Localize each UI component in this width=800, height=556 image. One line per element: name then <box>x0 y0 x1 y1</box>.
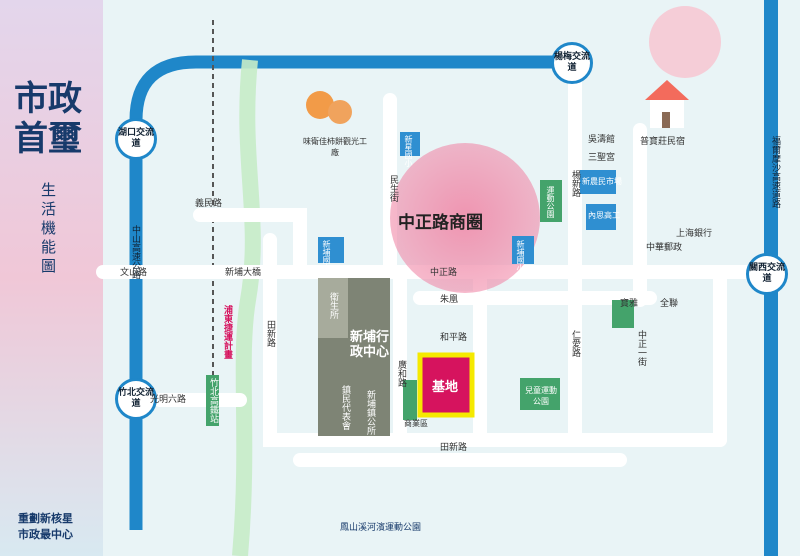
place-fengshan: 鳳山溪河濱運動公園 <box>340 523 422 533</box>
label-fuer: 福爾摩沙高速道路 <box>770 136 780 208</box>
place-chaoshi: 朱凰 <box>440 295 459 305</box>
roads <box>96 73 767 467</box>
road-guangming: 光明六路 <box>150 395 187 405</box>
place-wuzhen: 吳濤館 <box>588 135 616 145</box>
house-icon <box>645 80 689 128</box>
persimmon-icon <box>306 91 334 119</box>
road-zhongzheng1: 中正一街 <box>636 330 646 366</box>
sun <box>649 6 721 78</box>
place-quanlian: 全聯 <box>660 299 679 309</box>
civic-hq1: 新埔鎮公所 <box>365 390 375 435</box>
place-school-mid: 新埔國中 <box>322 240 331 272</box>
district-circle <box>390 143 540 293</box>
slogan-1: 重劃新核星 <box>18 512 73 525</box>
sports-box <box>540 180 562 222</box>
park-box <box>612 300 634 328</box>
place-sports: 運動公園 <box>546 186 555 218</box>
road-yangxin: 楊新路 <box>570 170 580 197</box>
district-name: 中正路商圈 <box>398 213 483 233</box>
place-kids: 兒童運動公園 <box>525 386 557 406</box>
persimmon-icon-2 <box>328 100 352 124</box>
civic-hq2: 鎮民代表會 <box>340 385 350 430</box>
river <box>232 59 261 556</box>
market-box <box>580 170 616 194</box>
side-panel <box>0 0 103 556</box>
rail-station: 竹北高鐵站 <box>206 375 219 426</box>
civic-clinic: 衛生所 <box>328 292 338 319</box>
civic-block-light <box>318 278 348 338</box>
neisi-box <box>586 204 616 230</box>
road-tianxin: 田新路 <box>265 320 275 347</box>
hub-hukou: 湖口交流道 <box>115 118 157 160</box>
place-poya: 寶雅 <box>620 299 639 309</box>
school-box-1 <box>400 132 420 156</box>
hub-zhubei: 竹北交流道 <box>115 378 157 420</box>
road-guanghe: 廣和路 <box>396 360 406 387</box>
place-sansheng: 三聖宮 <box>588 153 616 163</box>
kids-box <box>520 378 560 410</box>
place-market: 新農民市場 <box>582 177 622 186</box>
label-zhongshan: 中山高速公路 <box>130 225 140 279</box>
hub-guanxi: 關西交流道 <box>746 253 788 295</box>
place-zhonghua-post: 中華郵政 <box>646 243 683 253</box>
place-persimmon: 味衛佳柿餅觀光工廠 <box>303 137 367 157</box>
subtitle: 生活機能圖 <box>39 182 57 277</box>
road-zhongzheng: 中正路 <box>430 268 458 278</box>
place-neisi: 內思高工 <box>588 211 620 220</box>
road-xinpu-bridge: 新埔大橋 <box>225 268 262 278</box>
road-tianxin2: 田新路 <box>440 443 468 453</box>
place-school-el: 新埔國小 <box>516 240 525 272</box>
road-yimin: 義民路 <box>195 199 223 209</box>
place-shanghai: 上海銀行 <box>676 229 713 239</box>
place-shangye: 商業區 <box>404 419 428 428</box>
road-renai: 仁愛路 <box>570 330 580 357</box>
slogan-2: 市政最中心 <box>18 528 73 541</box>
road-heping: 和平路 <box>440 333 468 343</box>
school-box-3 <box>512 236 534 264</box>
rail-plan: 浦東捷運計畫 <box>222 305 232 359</box>
road-wenshan: 文山路 <box>120 268 148 278</box>
place-xinxing: 新星國小 <box>404 135 413 167</box>
title-line2: 首璽 <box>14 119 82 159</box>
civic-title: 新埔行政中心 <box>350 330 390 360</box>
place-putong: 普寶莊民宿 <box>640 137 686 147</box>
site-box <box>417 352 475 418</box>
highway-loop <box>129 55 572 530</box>
hub-yangmei: 楊梅交流道 <box>551 42 593 84</box>
shangye-box <box>403 380 417 420</box>
site-label: 基地 <box>432 380 459 395</box>
road-minsheng: 民生街 <box>388 175 398 202</box>
school-box-2 <box>318 237 344 263</box>
title-line1: 市政 <box>14 79 82 119</box>
